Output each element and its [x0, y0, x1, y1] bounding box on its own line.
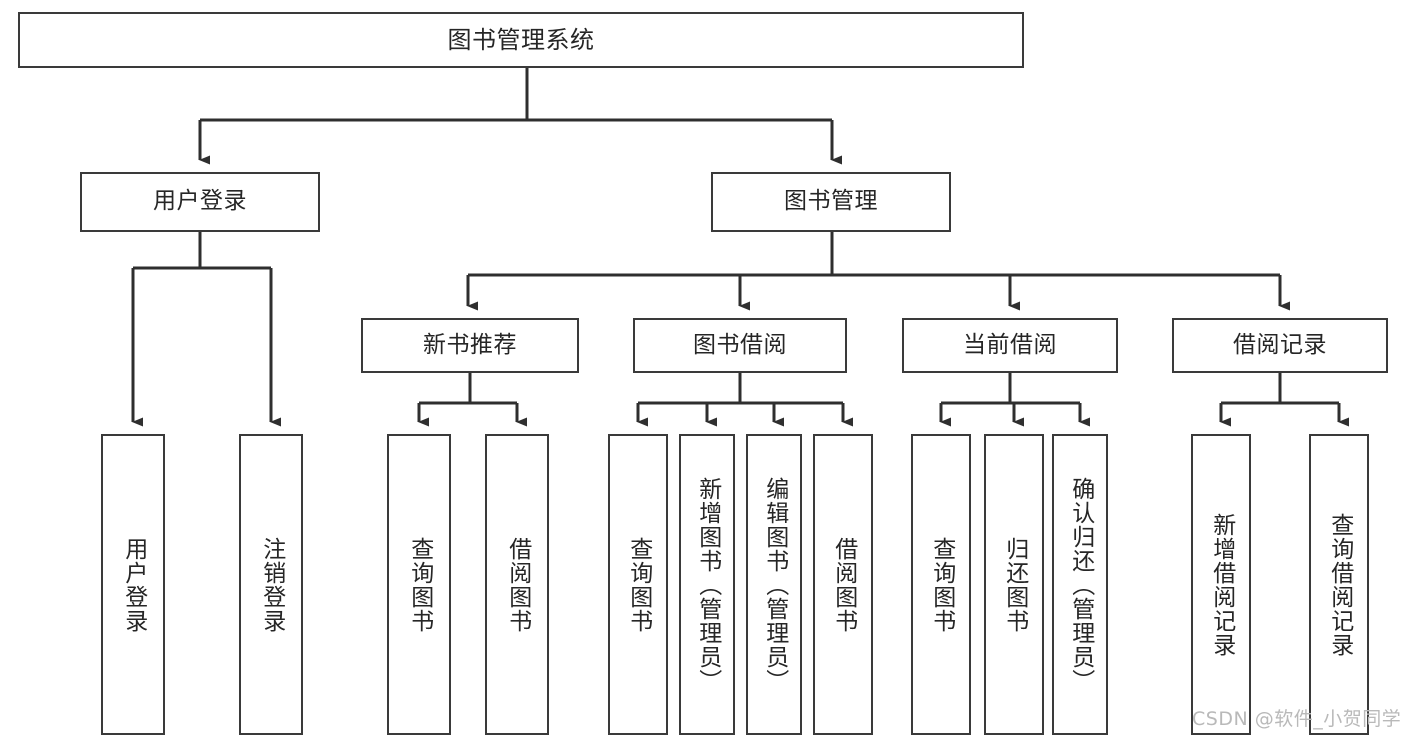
node-leaf-add-book-admin[interactable]: 新增图书（管理员）: [679, 434, 735, 735]
node-leaf-query-books-borrowing[interactable]: 查询图书: [608, 434, 668, 735]
node-user-login[interactable]: 用户登录: [80, 172, 320, 232]
node-leaf-user-login-label: 用户登录: [120, 536, 147, 633]
node-new-book-recommendation-label: 新书推荐: [423, 331, 517, 358]
node-leaf-borrow-books-recommendation[interactable]: 借阅图书: [485, 434, 549, 735]
node-leaf-borrow-books-borrowing-label: 借阅图书: [830, 536, 857, 633]
node-leaf-user-login[interactable]: 用户登录: [101, 434, 165, 735]
node-current-borrowing[interactable]: 当前借阅: [902, 318, 1118, 373]
node-new-book-recommendation[interactable]: 新书推荐: [361, 318, 579, 373]
node-leaf-query-books-recommendation[interactable]: 查询图书: [387, 434, 451, 735]
node-leaf-add-borrow-record[interactable]: 新增借阅记录: [1191, 434, 1251, 735]
node-leaf-edit-book-admin[interactable]: 编辑图书（管理员）: [746, 434, 802, 735]
node-borrowing-records[interactable]: 借阅记录: [1172, 318, 1388, 373]
node-leaf-add-borrow-record-label: 新增借阅记录: [1208, 512, 1235, 657]
node-current-borrowing-label: 当前借阅: [963, 331, 1057, 358]
node-leaf-borrow-books-recommendation-label: 借阅图书: [504, 536, 531, 633]
node-leaf-return-books[interactable]: 归还图书: [984, 434, 1044, 735]
node-book-borrowing[interactable]: 图书借阅: [633, 318, 847, 373]
node-leaf-return-books-label: 归还图书: [1001, 536, 1028, 633]
node-leaf-logout[interactable]: 注销登录: [239, 434, 303, 735]
node-leaf-query-books-recommendation-label: 查询图书: [406, 536, 433, 633]
node-leaf-confirm-return-admin[interactable]: 确认归还（管理员）: [1052, 434, 1108, 735]
csdn-watermark: CSDN @软件_小贺同学: [1192, 704, 1401, 731]
node-leaf-edit-book-admin-label: 编辑图书（管理员）: [761, 476, 788, 693]
node-book-management[interactable]: 图书管理: [711, 172, 951, 232]
node-leaf-query-borrow-record[interactable]: 查询借阅记录: [1309, 434, 1369, 735]
node-leaf-add-book-admin-label: 新增图书（管理员）: [694, 476, 721, 693]
node-user-login-label: 用户登录: [153, 188, 247, 215]
node-book-management-label: 图书管理: [784, 188, 878, 215]
node-leaf-query-books-borrowing-label: 查询图书: [625, 536, 652, 633]
node-leaf-borrow-books-borrowing[interactable]: 借阅图书: [813, 434, 873, 735]
node-leaf-logout-label: 注销登录: [258, 536, 285, 633]
csdn-watermark-text: CSDN @软件_小贺同学: [1192, 708, 1402, 730]
node-root-library-system[interactable]: 图书管理系统: [18, 12, 1024, 68]
node-root-label: 图书管理系统: [447, 25, 595, 54]
node-book-borrowing-label: 图书借阅: [693, 331, 787, 358]
node-leaf-query-books-current[interactable]: 查询图书: [911, 434, 971, 735]
node-leaf-confirm-return-admin-label: 确认归还（管理员）: [1067, 476, 1094, 693]
node-leaf-query-books-current-label: 查询图书: [928, 536, 955, 633]
node-leaf-query-borrow-record-label: 查询借阅记录: [1326, 512, 1353, 657]
node-borrowing-records-label: 借阅记录: [1233, 331, 1327, 358]
